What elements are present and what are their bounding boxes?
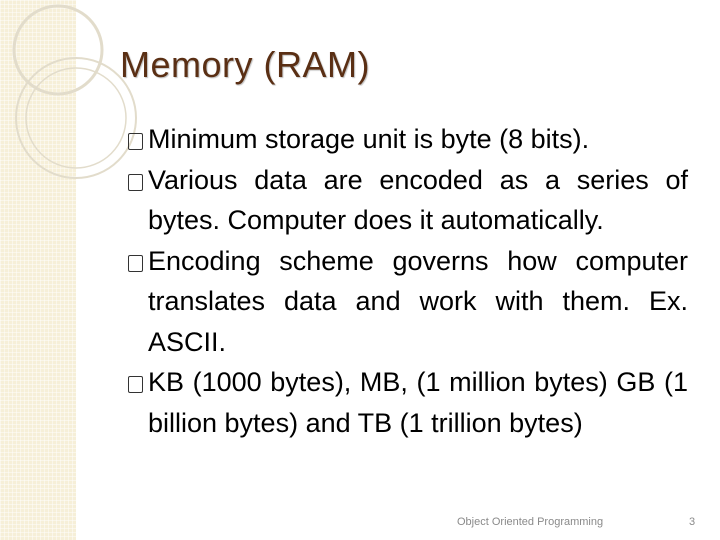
bullet-list: Minimum storage unit is byte (8 bits). V… <box>128 119 688 443</box>
bullet-marker-icon <box>128 376 143 393</box>
bullet-item: Minimum storage unit is byte (8 bits). <box>128 119 688 160</box>
bullet-item: KB (1000 bytes), MB, (1 million bytes) G… <box>128 362 688 443</box>
bullet-item: Various data are encoded as a series of … <box>128 160 688 241</box>
bullet-item: Encoding scheme governs how computer tra… <box>128 241 688 363</box>
bullet-marker-icon <box>128 133 143 150</box>
bullet-marker-icon <box>128 254 143 272</box>
slide-number: 3 <box>689 516 696 528</box>
bullet-text: Minimum storage unit is byte (8 bits). <box>148 124 590 154</box>
decorative-circles <box>12 4 137 179</box>
bullet-text: Encoding scheme governs how computer tra… <box>148 245 688 357</box>
bullet-marker-icon <box>128 173 143 191</box>
footer-text: Object Oriented Programming <box>457 516 604 528</box>
bullet-text: Various data are encoded as a series of … <box>148 164 688 236</box>
bullet-text: KB (1000 bytes), MB, (1 million bytes) G… <box>148 367 688 438</box>
slide-title: Memory (RAM) <box>120 44 370 85</box>
